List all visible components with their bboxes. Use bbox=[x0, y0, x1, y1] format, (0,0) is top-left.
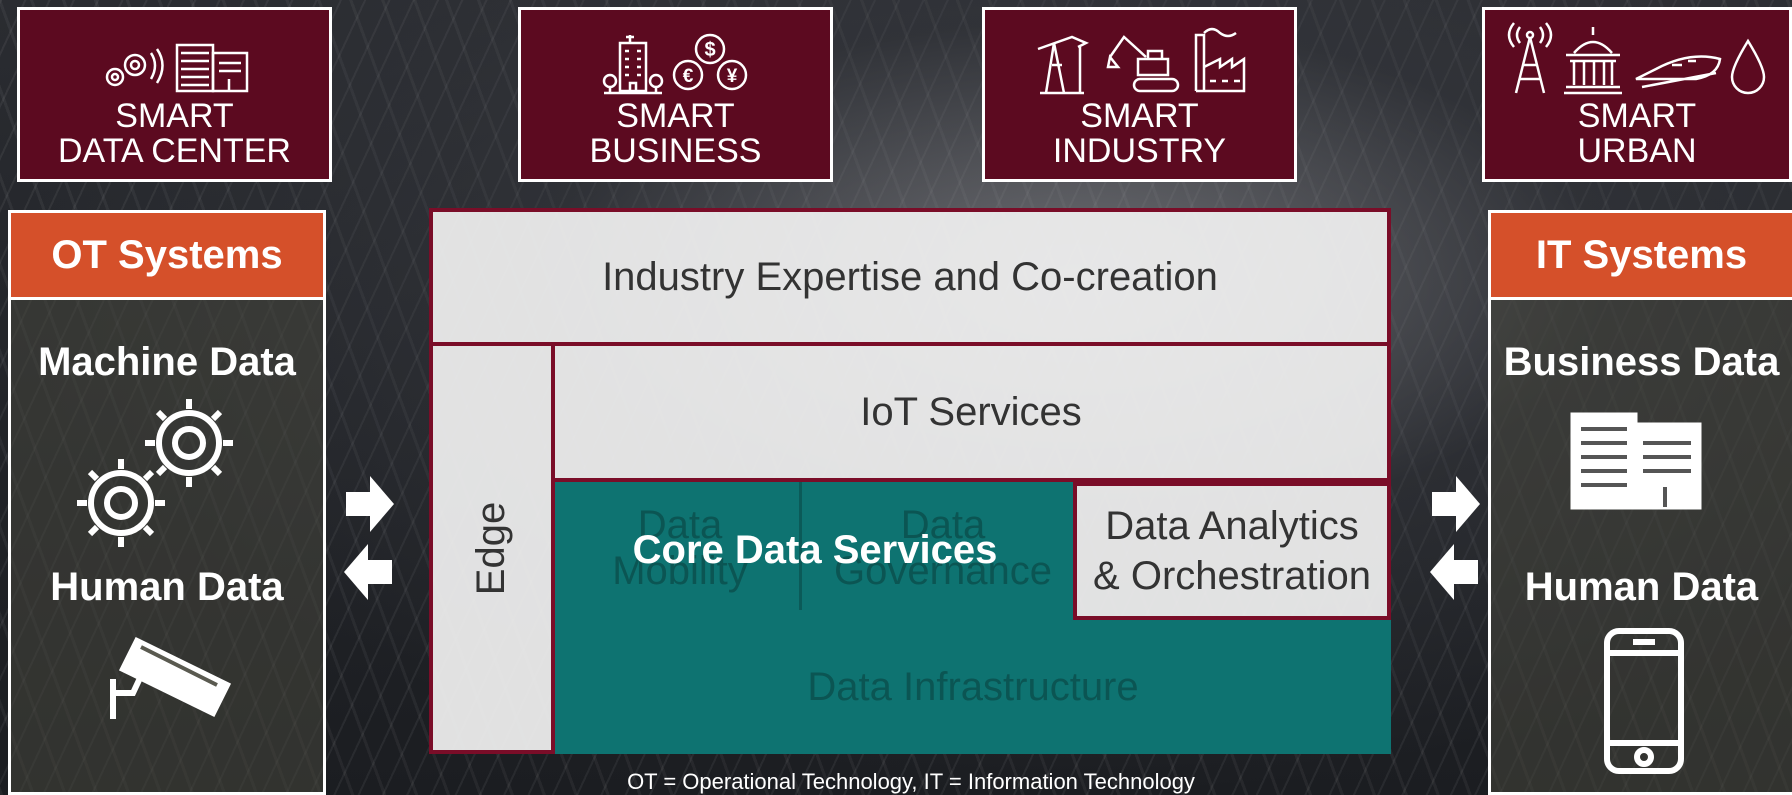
oil-pump-icon bbox=[1037, 35, 1089, 95]
machine-data-label: Machine Data bbox=[38, 340, 296, 384]
data-infrastructure-label: Data Infrastructure bbox=[807, 664, 1139, 709]
tile-icons bbox=[1032, 25, 1248, 95]
divider bbox=[799, 482, 802, 610]
office-building-icon bbox=[602, 35, 663, 95]
gears-icon bbox=[105, 48, 164, 87]
industry-expertise-panel: Industry Expertise and Co-creation bbox=[429, 208, 1391, 346]
tile-label-1: SMART bbox=[1080, 97, 1199, 135]
data-analytics-panel: Data Analytics & Orchestration bbox=[1073, 482, 1391, 620]
business-data-label: Business Data bbox=[1503, 340, 1780, 384]
tile-icons bbox=[1506, 19, 1768, 95]
server-building-icon bbox=[175, 43, 248, 93]
svg-text:$: $ bbox=[704, 39, 715, 61]
gears-icon bbox=[77, 399, 233, 547]
arrow-left-icon bbox=[1430, 544, 1478, 600]
tile-smart-urban: SMART URBAN bbox=[1482, 7, 1792, 182]
edge-panel: Edge bbox=[429, 346, 555, 754]
arrow-right-icon bbox=[346, 476, 394, 532]
tile-smart-industry: SMART INDUSTRY bbox=[982, 7, 1297, 182]
tile-label-2: INDUSTRY bbox=[1052, 132, 1227, 170]
core-data-services-panel: Data Mobility Data Governance Core Data … bbox=[555, 482, 1075, 624]
tile-smart-business: $ € ¥ SMART BUSINESS bbox=[518, 7, 833, 182]
data-governance-label: Data Governance bbox=[834, 503, 1052, 593]
tile-label-2: URBAN bbox=[1577, 132, 1697, 170]
tile-icons: $ € ¥ bbox=[602, 31, 750, 95]
server-building-icon bbox=[1570, 412, 1702, 510]
arrow-left-icon bbox=[344, 544, 392, 600]
data-infrastructure-panel: Data Infrastructure bbox=[555, 620, 1391, 754]
excavator-icon bbox=[1105, 35, 1179, 93]
data-analytics-label-2: & Orchestration bbox=[1093, 554, 1371, 598]
government-building-icon bbox=[1564, 27, 1622, 95]
tile-smart-data-center: SMART DATA CENTER bbox=[17, 7, 332, 182]
water-drop-icon bbox=[1730, 38, 1766, 95]
ot-systems-title: OT Systems bbox=[11, 213, 323, 300]
svg-text:¥: ¥ bbox=[726, 66, 737, 87]
data-analytics-label-1: Data Analytics bbox=[1105, 504, 1359, 548]
data-mobility-label: Data Mobility bbox=[612, 503, 748, 593]
core-data-services-label: Core Data Services bbox=[632, 528, 998, 572]
it-systems-panel: IT Systems Business Data Human Data bbox=[1488, 210, 1792, 795]
smartphone-icon bbox=[1604, 628, 1684, 774]
iot-services-panel: IoT Services bbox=[551, 346, 1391, 482]
footnote: OT = Operational Technology, IT = Inform… bbox=[627, 769, 1195, 794]
currency-coins-icon: $ € ¥ bbox=[672, 33, 747, 91]
tile-label-2: BUSINESS bbox=[589, 132, 762, 170]
iot-services-label: IoT Services bbox=[860, 389, 1082, 434]
factory-icon bbox=[1194, 27, 1245, 93]
tile-label-2: DATA CENTER bbox=[58, 132, 291, 170]
edge-label: Edge bbox=[469, 501, 514, 595]
industry-expertise-label: Industry Expertise and Co-creation bbox=[602, 254, 1218, 299]
security-camera-icon bbox=[110, 636, 232, 719]
tile-label-1: SMART bbox=[115, 97, 234, 135]
tile-icons bbox=[97, 37, 253, 95]
it-systems-title: IT Systems bbox=[1491, 213, 1792, 300]
human-data-label: Human Data bbox=[1524, 565, 1759, 609]
tile-label-1: SMART bbox=[1577, 97, 1697, 135]
arrow-right-icon bbox=[1432, 476, 1480, 532]
ot-systems-panel: OT Systems Machine Data Human Data bbox=[8, 210, 326, 795]
radio-tower-icon bbox=[1507, 22, 1553, 94]
bullet-train-icon bbox=[1635, 55, 1722, 89]
human-data-label: Human Data bbox=[50, 565, 284, 609]
svg-text:€: € bbox=[682, 66, 693, 87]
tile-label-1: SMART bbox=[616, 97, 735, 135]
